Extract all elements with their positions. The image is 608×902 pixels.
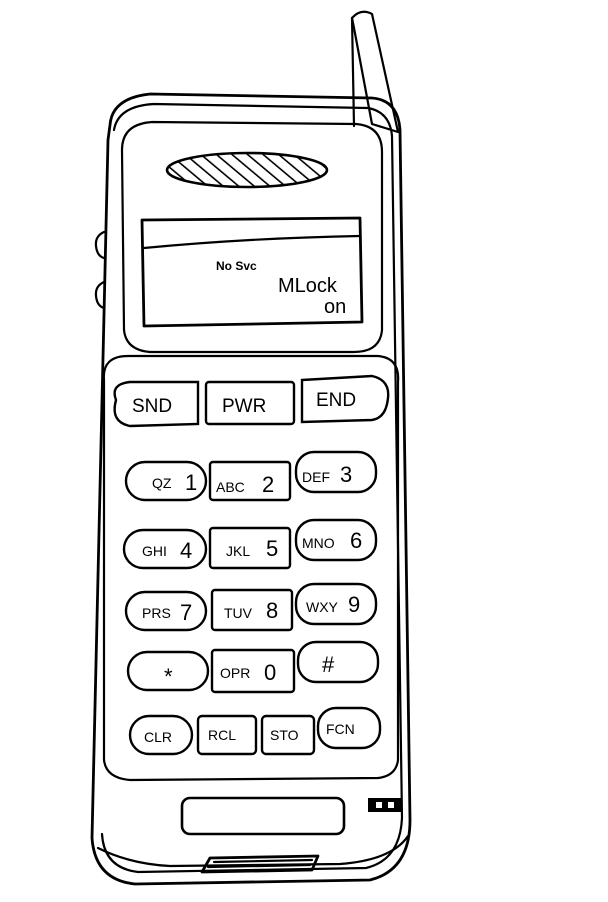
clr-button[interactable]: CLR	[128, 714, 194, 756]
antenna	[350, 10, 400, 134]
svg-text:GHI: GHI	[142, 543, 167, 559]
screen-line-2: on	[324, 296, 346, 318]
svg-text:1: 1	[185, 470, 197, 495]
keypad-panel	[102, 354, 400, 782]
key-8[interactable]: TUV 8	[210, 588, 294, 632]
svg-text:4: 4	[180, 538, 192, 563]
display-bezel	[120, 120, 384, 354]
key-7[interactable]: PRS 7	[124, 590, 208, 632]
key-4[interactable]: GHI 4	[122, 528, 208, 570]
microphone-slot	[180, 796, 346, 836]
svg-text:JKL: JKL	[226, 543, 250, 559]
key-star[interactable]: *	[126, 650, 210, 692]
snd-label: SND	[132, 396, 172, 417]
lcd-screen: No Svc MLock on	[140, 216, 364, 328]
svg-text:6: 6	[350, 528, 362, 553]
rcl-button[interactable]: RCL	[196, 714, 258, 756]
key-9[interactable]: WXY 9	[294, 582, 378, 626]
svg-text:RCL: RCL	[208, 727, 236, 743]
svg-text:STO: STO	[270, 727, 299, 743]
svg-text:5: 5	[266, 536, 278, 561]
pwr-button[interactable]: PWR	[204, 380, 296, 426]
svg-text:FCN: FCN	[326, 721, 355, 737]
svg-text:0: 0	[264, 660, 276, 685]
svg-text:TUV: TUV	[224, 605, 253, 621]
screen-status-text: No Svc	[216, 259, 257, 273]
function-key-row: SND PWR END	[113, 374, 390, 428]
svg-text:9: 9	[348, 592, 360, 617]
key-3[interactable]: DEF 3	[294, 450, 378, 494]
svg-text:CLR: CLR	[144, 729, 172, 745]
svg-text:MNO: MNO	[302, 535, 335, 551]
sto-button[interactable]: STO	[260, 714, 316, 756]
numeric-keypad: QZ 1 ABC 2 DEF 3 GHI 4 JKL 5 MNO 6	[122, 450, 380, 694]
speaker-grille	[165, 151, 329, 189]
end-button[interactable]: END	[300, 374, 390, 424]
svg-text:8: 8	[266, 598, 278, 623]
indicator-lights	[368, 798, 402, 812]
key-0[interactable]: OPR 0	[210, 648, 296, 694]
key-1[interactable]: QZ 1	[124, 460, 208, 502]
charging-connector	[200, 854, 320, 874]
key-2[interactable]: ABC 2	[208, 460, 292, 502]
fcn-button[interactable]: FCN	[316, 706, 382, 750]
svg-text:QZ: QZ	[152, 475, 172, 491]
svg-text:2: 2	[262, 472, 274, 497]
svg-text:PRS: PRS	[142, 605, 171, 621]
svg-text:DEF: DEF	[302, 469, 330, 485]
end-label: END	[316, 390, 356, 411]
key-5[interactable]: JKL 5	[208, 526, 292, 570]
svg-text:*: *	[164, 664, 173, 689]
svg-text:WXY: WXY	[306, 599, 339, 615]
svg-text:#: #	[322, 652, 335, 677]
svg-text:7: 7	[180, 600, 192, 625]
svg-text:3: 3	[340, 462, 352, 487]
svg-text:ABC: ABC	[216, 479, 245, 495]
side-buttons[interactable]	[94, 230, 106, 310]
snd-button[interactable]: SND	[113, 380, 200, 428]
pwr-label: PWR	[222, 396, 266, 417]
key-6[interactable]: MNO 6	[294, 518, 378, 562]
utility-key-row: CLR RCL STO FCN	[128, 706, 382, 756]
screen-line-1: MLock	[278, 275, 338, 297]
key-hash[interactable]: #	[296, 640, 380, 684]
svg-text:OPR: OPR	[220, 665, 250, 681]
